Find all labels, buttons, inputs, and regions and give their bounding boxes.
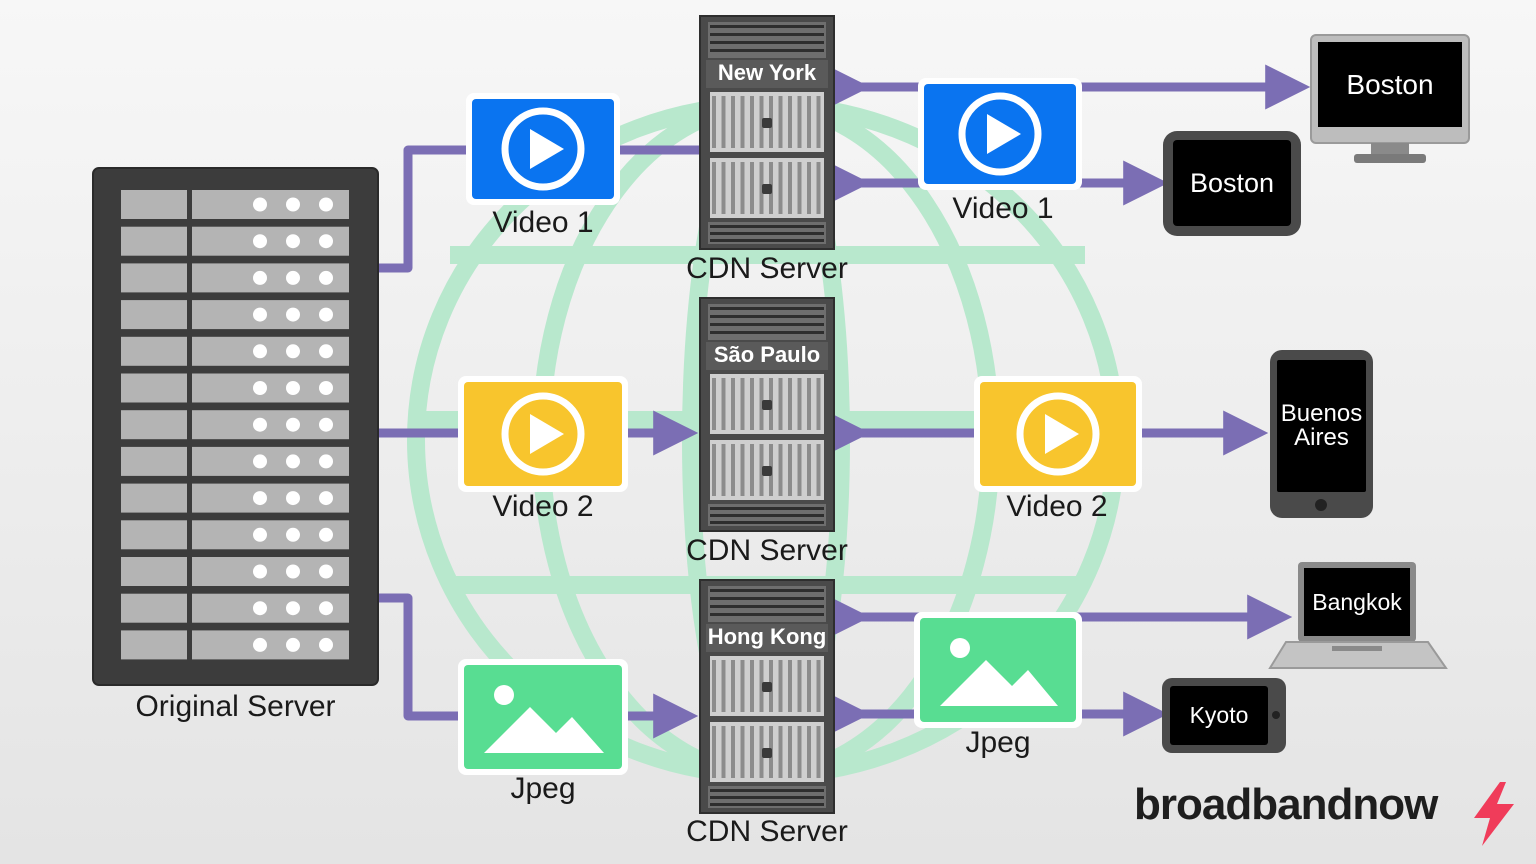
server-slot [121, 557, 349, 586]
server-slot [121, 300, 349, 330]
play-icon [1016, 392, 1100, 476]
asset-card-video1-left [466, 93, 620, 205]
cdn-server-label-saopaulo: CDN Server [686, 534, 848, 567]
asset-card-video2-left [458, 376, 628, 492]
asset-label-left-video2: Video 2 [492, 490, 594, 523]
cdn-server-rack-newyork [699, 15, 835, 250]
cdn-server-rack-hongkong [699, 579, 835, 814]
kyoto-tablet [1162, 678, 1286, 753]
play-icon [501, 392, 585, 476]
asset-card-jpeg-right [914, 612, 1082, 728]
boston-tablet [1163, 131, 1301, 236]
play-icon [501, 107, 585, 191]
cdn-city-hongkong: Hong Kong [707, 624, 827, 649]
bangkok-laptop [1268, 562, 1448, 669]
origin-to-video1-line [378, 145, 472, 273]
server-slot [121, 630, 349, 660]
cdn-server-label-newyork: CDN Server [686, 252, 848, 285]
server-slot [121, 483, 349, 513]
server-slot [121, 520, 349, 550]
device-city-buenos-aires: Buenos Aires [1280, 400, 1363, 451]
server-slot [121, 336, 349, 366]
asset-label-left-jpeg: Jpeg [510, 772, 576, 805]
asset-card-jpeg-left [458, 659, 628, 775]
cdn-city-newyork: New York [717, 60, 817, 85]
cdn-server-rack-saopaulo [699, 297, 835, 532]
image-icon [484, 685, 604, 753]
server-slot [121, 373, 349, 403]
asset-card-video2-right [974, 376, 1142, 492]
device-city-boston-tablet: Boston [1189, 167, 1275, 198]
asset-card-video1-right [918, 78, 1082, 190]
broadbandnow-bolt-icon [1474, 782, 1514, 846]
cdn-server-label-hongkong: CDN Server [686, 815, 848, 848]
server-slot [121, 263, 349, 293]
server-slot [121, 190, 349, 219]
cdn-city-saopaulo: São Paulo [713, 342, 821, 367]
device-city-bangkok: Bangkok [1312, 588, 1402, 615]
origin-to-jpeg-line [378, 593, 464, 721]
server-slot [121, 593, 349, 623]
boston-monitor [1310, 34, 1470, 163]
original-server-label: Original Server [135, 690, 336, 723]
image-icon [940, 638, 1058, 706]
asset-label-left-video1: Video 1 [492, 206, 594, 239]
asset-label-right-jpeg: Jpeg [965, 726, 1031, 759]
server-slot [121, 226, 349, 256]
device-city-boston-monitor: Boston [1346, 68, 1434, 100]
server-slot [121, 410, 349, 440]
broadbandnow-logo: broadbandnow [1134, 780, 1438, 829]
server-slot [121, 446, 349, 476]
play-icon [958, 92, 1042, 176]
original-server [92, 167, 379, 686]
buenos-aires-phone [1270, 350, 1373, 518]
asset-label-right-video2: Video 2 [1006, 490, 1108, 523]
device-city-kyoto: Kyoto [1189, 702, 1249, 728]
asset-label-right-video1: Video 1 [952, 192, 1054, 225]
